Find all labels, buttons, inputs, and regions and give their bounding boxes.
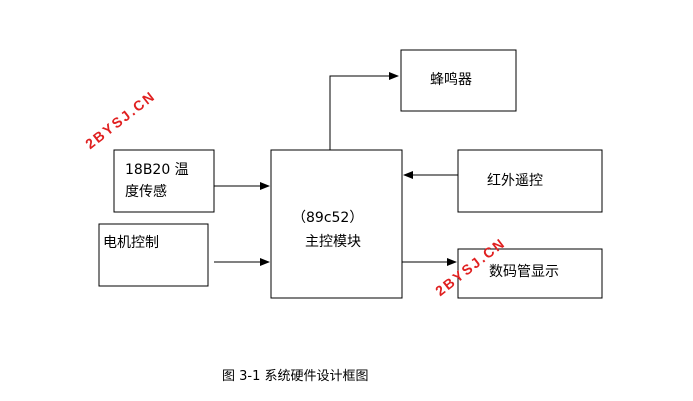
motor-control-label: 电机控制	[103, 235, 159, 251]
temp-sensor-label-line1: 18B20 温	[125, 162, 189, 178]
display-box	[457, 248, 603, 299]
temp-sensor-label-line2: 度传感	[125, 184, 167, 200]
display-label: 数码管显示	[489, 264, 559, 280]
arrow-main-to-buzzer	[329, 72, 399, 150]
figure-caption: 图 3-1 系统硬件设计框图	[222, 369, 369, 384]
buzzer-box	[400, 49, 517, 112]
motor-control-box	[98, 223, 209, 287]
main-control-label-line2: 主控模块	[305, 234, 361, 250]
buzzer-label: 蜂鸣器	[430, 72, 472, 88]
main-control-label-line1: （89c52）	[292, 210, 364, 226]
ir-remote-box	[457, 149, 603, 213]
temp-sensor-box	[113, 149, 215, 213]
ir-remote-label: 红外遥控	[487, 173, 543, 189]
main-control-box	[270, 149, 403, 299]
